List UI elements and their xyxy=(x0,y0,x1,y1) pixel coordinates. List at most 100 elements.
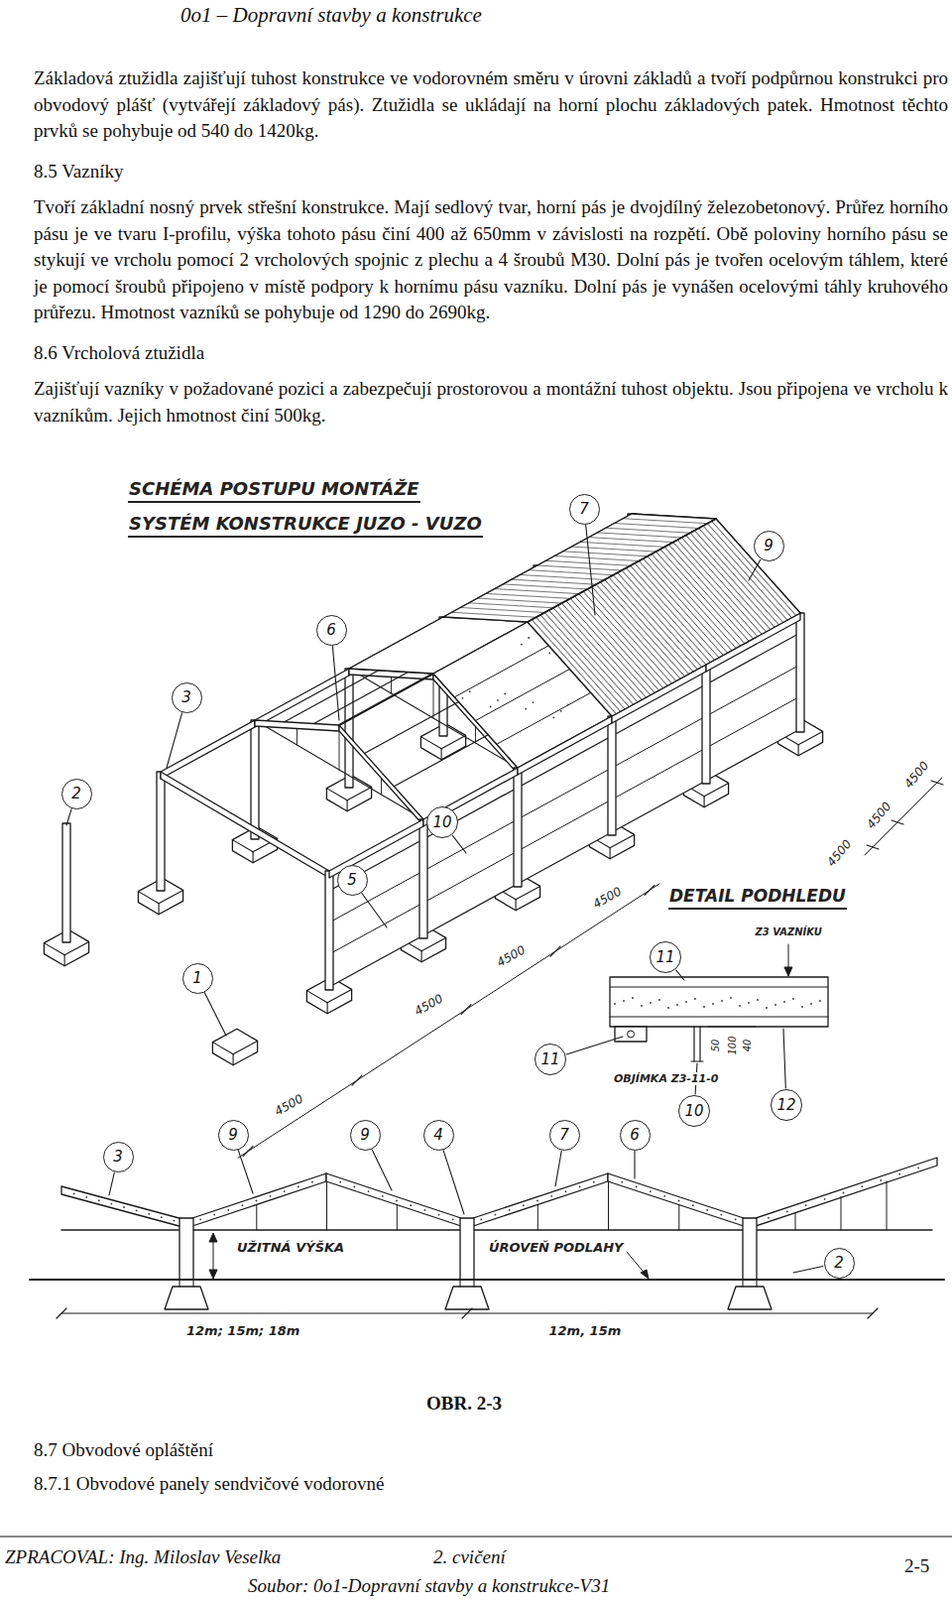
concrete-dot xyxy=(255,1199,258,1202)
concrete-dot xyxy=(593,1181,595,1184)
eave-beam xyxy=(517,715,612,775)
foundation-pad-edge xyxy=(327,1002,329,1014)
callout-number: 2 xyxy=(71,785,82,803)
concrete-dot xyxy=(479,1217,482,1220)
foundation-pad-edge xyxy=(233,1054,235,1066)
paragraph: Zajišťují vazníky v požadované pozici a … xyxy=(33,375,949,429)
wall-panel xyxy=(423,787,518,936)
concrete-dot xyxy=(395,1199,398,1202)
concrete-dot xyxy=(489,706,492,709)
concrete-dot xyxy=(135,1209,138,1212)
paragraph: Základová ztužidla zajišťují tuhost kons… xyxy=(33,65,949,145)
concrete-dot xyxy=(801,1005,804,1008)
concrete-dot xyxy=(786,1210,789,1213)
leader-line xyxy=(166,713,183,768)
assembly-scheme xyxy=(43,513,944,1158)
beam-section xyxy=(609,976,829,1027)
callout-number: 9 xyxy=(228,1126,238,1144)
concrete-dot xyxy=(579,1186,582,1189)
leader-line xyxy=(793,1266,824,1274)
callout-circle: 1 xyxy=(182,962,214,994)
concrete-dot xyxy=(685,1000,688,1003)
concrete-dot xyxy=(496,699,499,702)
concrete-dot xyxy=(297,1186,300,1189)
drawing-title: SYSTÉM KONSTRUKCE JUZO - VUZO xyxy=(127,512,483,538)
foundation-pad-edge xyxy=(158,903,160,915)
dimension-tick xyxy=(461,1004,472,1015)
foundation-pad-edge xyxy=(64,941,90,954)
concrete-dot xyxy=(536,1199,539,1202)
column xyxy=(607,715,616,835)
concrete-dot xyxy=(522,1203,525,1206)
foundation-pad-edge xyxy=(232,839,253,852)
callout-number: 10 xyxy=(432,814,452,832)
concrete-dot xyxy=(692,1203,695,1206)
truss-hanger xyxy=(396,1204,398,1230)
callout-circle: 10 xyxy=(426,806,459,838)
callout-number: 7 xyxy=(579,500,590,518)
sheeting-rib xyxy=(634,563,719,658)
roof-slab-joint xyxy=(476,669,571,721)
sheeting-rib xyxy=(707,523,792,618)
concrete-dot xyxy=(567,703,570,706)
dimension-line xyxy=(238,883,660,1158)
concrete-dot xyxy=(199,1217,202,1220)
foundation-pad-edge xyxy=(704,782,729,796)
concrete-dot xyxy=(792,997,795,1000)
section-heading: 8.7.1 Obvodové panely sendvičové vodorov… xyxy=(33,1471,385,1496)
sheeting-rib xyxy=(494,589,580,595)
sheeting-rib xyxy=(612,575,698,670)
column xyxy=(156,771,165,891)
concrete-dot xyxy=(553,716,556,719)
sheeting-rib xyxy=(520,575,605,581)
foundation-pad-edge xyxy=(158,889,184,903)
sheeting-rib xyxy=(460,607,545,613)
concrete-dot xyxy=(712,1002,714,1005)
callout-number: 12 xyxy=(776,1096,796,1114)
clamp xyxy=(614,1026,647,1042)
page-header: 0o1 – Dopravní stavby a konstrukce xyxy=(180,1,482,28)
column xyxy=(702,664,711,784)
callout-circle: 7 xyxy=(549,1119,581,1151)
callout-circle: 7 xyxy=(569,493,600,525)
panel-joint xyxy=(517,799,612,851)
foundation-pad-edge xyxy=(327,988,353,1002)
foundation-pad-edge xyxy=(515,885,541,899)
text-column: Základová ztužidla zajišťují tuhost kons… xyxy=(33,65,949,443)
dimension-tick xyxy=(867,1308,878,1318)
concrete-dot xyxy=(767,1216,770,1219)
concrete-dot xyxy=(635,1186,638,1189)
concrete-dot xyxy=(756,998,759,1001)
foundation-pad xyxy=(445,1286,489,1309)
concrete-dot xyxy=(805,1203,808,1206)
concrete-dot xyxy=(160,1215,163,1218)
concrete-dot xyxy=(550,1194,553,1197)
leader-line xyxy=(361,892,387,928)
column xyxy=(179,1217,194,1280)
callout-number: 11 xyxy=(655,949,675,966)
detail-title: DETAIL PODHLEDU xyxy=(668,885,847,910)
eave-beam xyxy=(160,719,255,779)
concrete-dot xyxy=(649,1190,652,1192)
sheeting-rib xyxy=(570,597,655,693)
sheeting-rib xyxy=(682,537,767,632)
callout-number: 9 xyxy=(359,1126,370,1144)
column xyxy=(192,1279,194,1287)
dimension-tick xyxy=(891,820,904,825)
truss-top-chord xyxy=(61,1186,187,1228)
callout-circle: 3 xyxy=(103,1141,134,1173)
sheeting-rib xyxy=(604,580,690,675)
sheeting-rib xyxy=(647,556,732,651)
leader-line xyxy=(676,969,685,980)
concrete-dot xyxy=(85,1195,88,1198)
concrete-dot xyxy=(452,1217,455,1220)
foundation-pad-edge xyxy=(441,734,467,748)
concrete-dot xyxy=(663,1194,666,1197)
section-heading: 8.6 Vrcholová ztužidla xyxy=(33,340,949,367)
concrete-dot xyxy=(560,710,563,713)
concrete-dot xyxy=(73,1192,76,1195)
callout-number: 11 xyxy=(540,1051,560,1069)
concrete-dot xyxy=(503,693,506,696)
dimension-tick xyxy=(462,1308,473,1318)
truss-top-chord xyxy=(339,724,424,826)
